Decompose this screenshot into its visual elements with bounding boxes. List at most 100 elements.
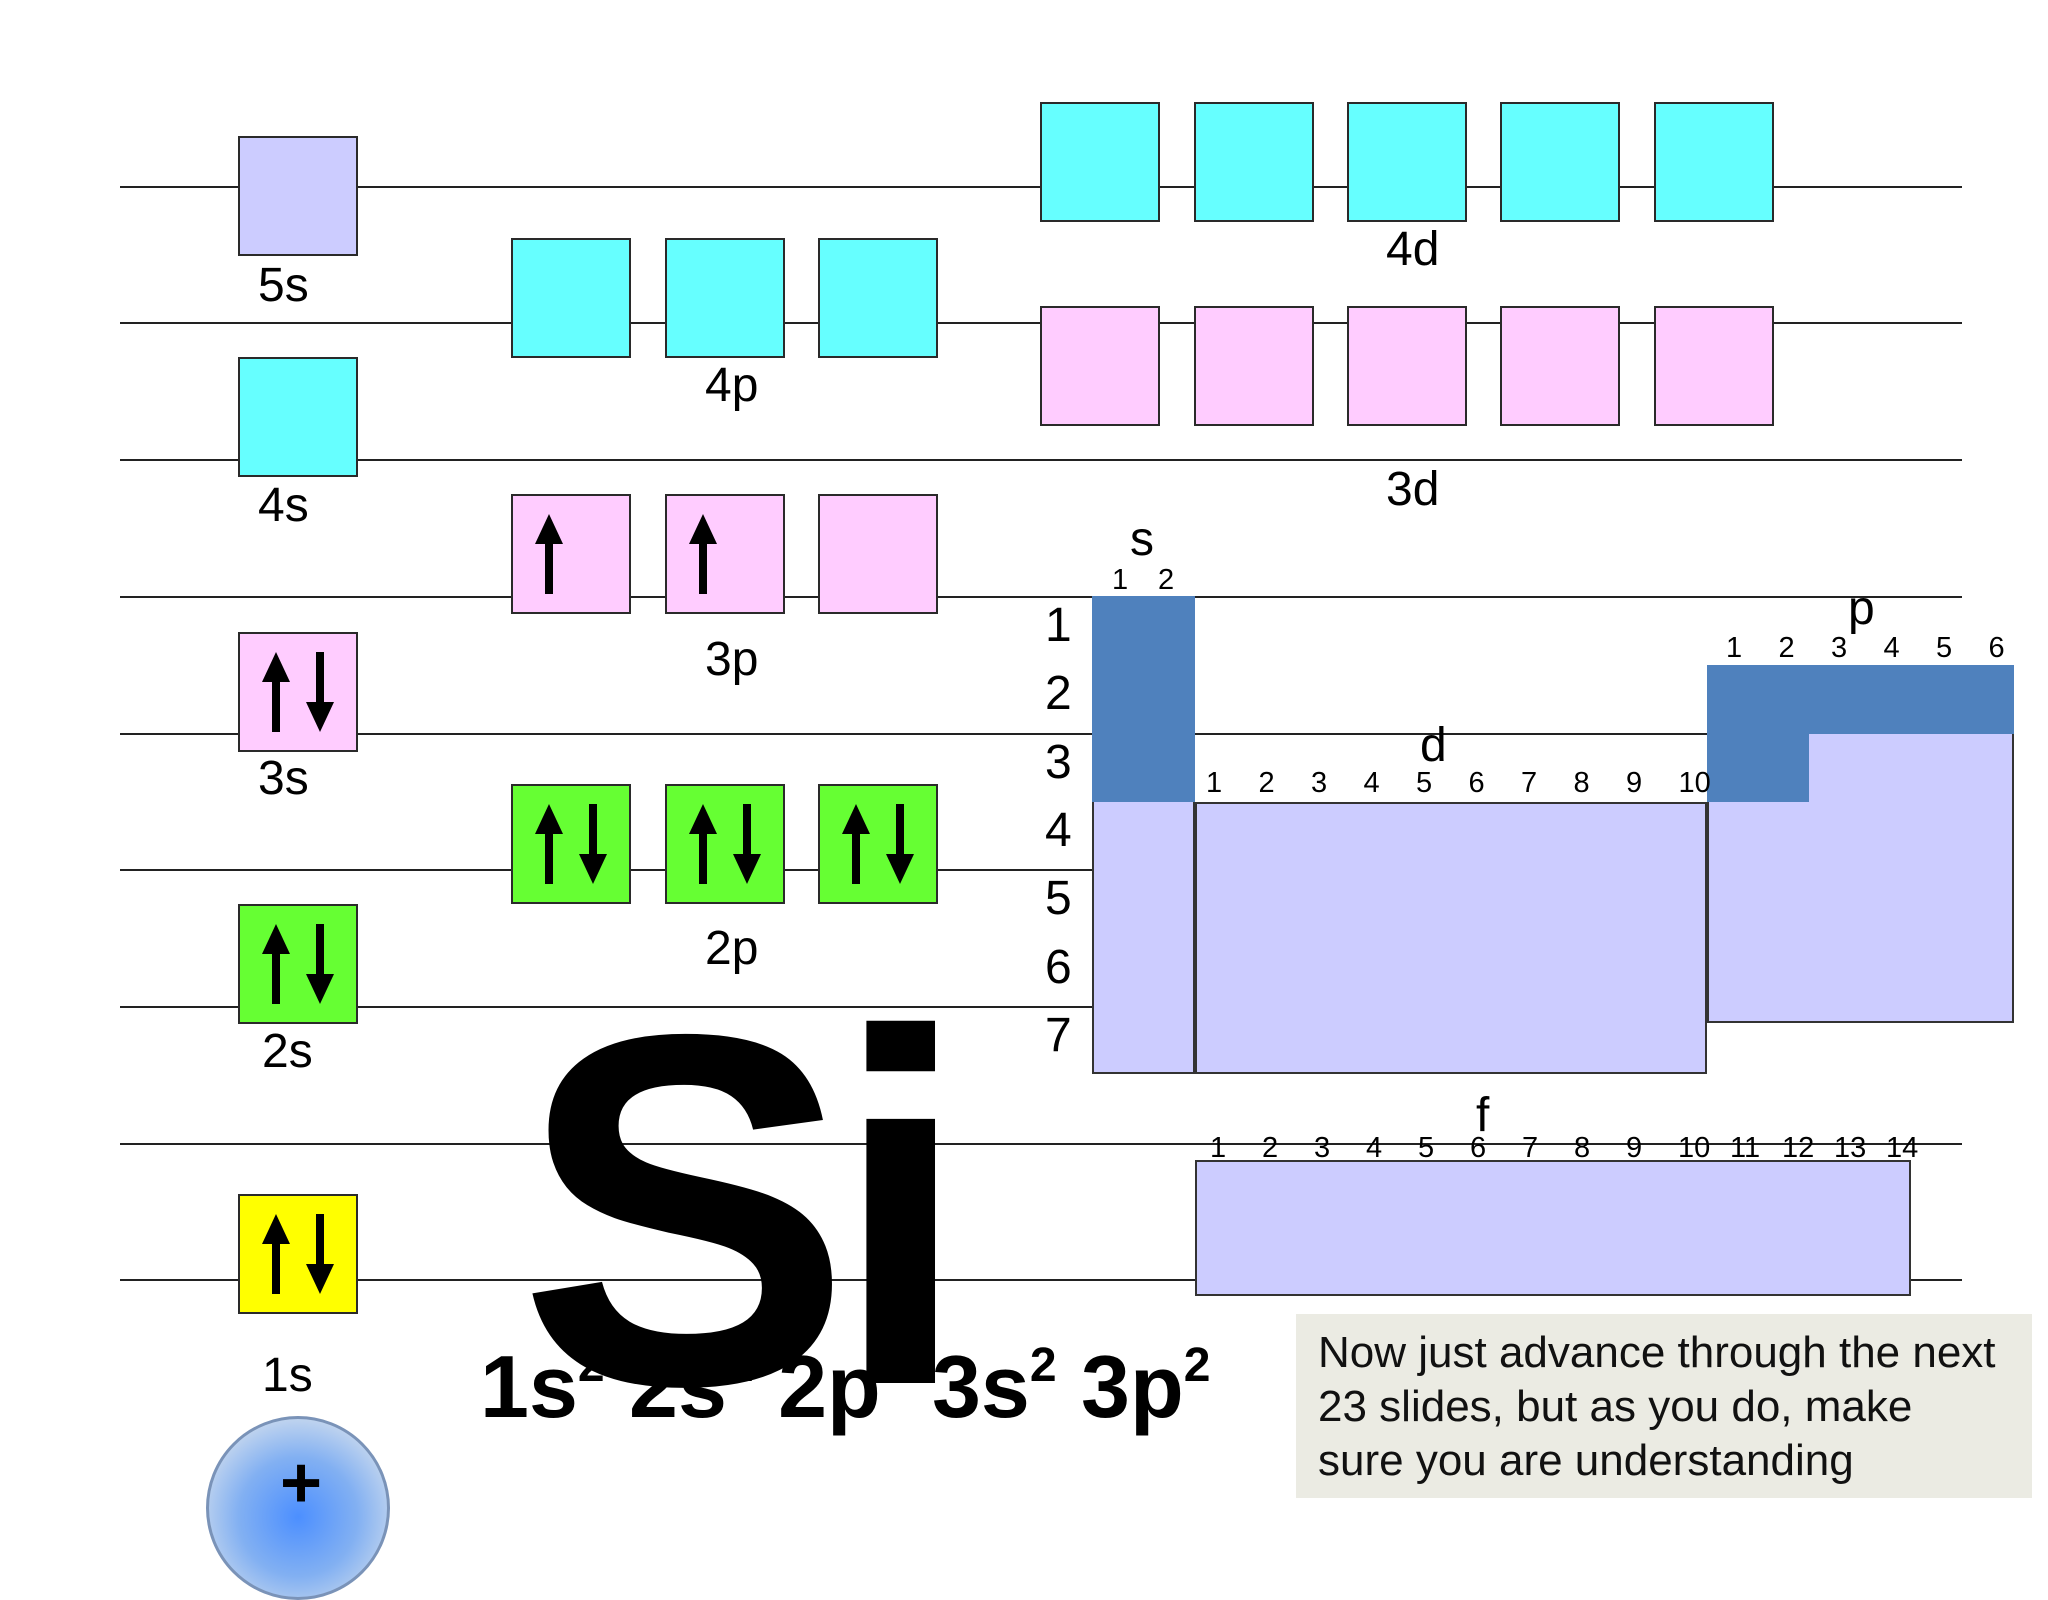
d-block-label: d (1420, 719, 1447, 772)
d-block-column-number: 5 (1416, 767, 1433, 799)
d-block-column-number: 8 (1573, 767, 1590, 799)
orbital-box-3d (1194, 306, 1314, 426)
sublevel-label-4s: 4s (258, 479, 309, 532)
f-block-column-number: 7 (1522, 1132, 1539, 1164)
period-number: 6 (1045, 941, 1072, 994)
orbital-box-3p (511, 494, 631, 614)
config-term: 2s2 (629, 1337, 754, 1436)
config-term: 2p6 (778, 1337, 908, 1436)
energy-level-line (120, 1006, 1962, 1008)
orbital-box-4d (1500, 102, 1620, 222)
p-block-label: p (1848, 582, 1875, 635)
f-block (1195, 1160, 1911, 1296)
orbital-box-2p (818, 784, 938, 904)
orbital-box-4d (1654, 102, 1774, 222)
f-block-column-number: 14 (1886, 1132, 1919, 1164)
orbital-box-2s (238, 904, 358, 1024)
period-number: 7 (1045, 1009, 1072, 1062)
s-block-column-number: 2 (1158, 564, 1175, 596)
s-block-column-number: 1 (1112, 564, 1129, 596)
d-block (1195, 802, 1707, 1074)
electron-arrows-icon (842, 804, 914, 884)
orbital-box-4d (1194, 102, 1314, 222)
f-block-label: f (1476, 1089, 1490, 1142)
p-block-column-number: 3 (1831, 632, 1848, 664)
sublevel-label-4p: 4p (705, 359, 759, 412)
config-term: 3p2 (1081, 1337, 1211, 1436)
d-block-column-number: 1 (1206, 767, 1223, 799)
electron-arrows-icon (689, 514, 717, 594)
orbital-box-2p (511, 784, 631, 904)
energy-level-line (120, 1143, 1962, 1145)
orbital-box-1s (238, 1194, 358, 1314)
energy-level-line (120, 733, 1962, 735)
p-block-column-number: 1 (1726, 632, 1743, 664)
energy-level-line (120, 459, 1962, 461)
f-block-column-number: 4 (1366, 1132, 1383, 1164)
orbital-box-3p (818, 494, 938, 614)
period-number: 5 (1045, 872, 1072, 925)
orbital-box-3d (1654, 306, 1774, 426)
electron-configuration-diagram: 5s 4s 3s 2s 1s 4p 3p 2p 4d 3d s d p f 1 … (120, 102, 2032, 1600)
p-block-column-number: 4 (1883, 632, 1900, 664)
orbital-box-4d (1040, 102, 1160, 222)
f-block-column-number: 5 (1418, 1132, 1435, 1164)
orbital-box-4p (818, 238, 938, 358)
p-block-filled-row-3 (1707, 734, 1809, 802)
electron-arrows-icon (535, 804, 607, 884)
s-block-filled (1092, 596, 1195, 802)
orbital-box-3d (1040, 306, 1160, 426)
energy-level-line (120, 596, 1962, 598)
sublevel-label-3s: 3s (258, 752, 309, 805)
period-number: 4 (1045, 804, 1072, 857)
orbital-box-2p (665, 784, 785, 904)
d-block-column-number: 6 (1468, 767, 1485, 799)
config-term: 1s2 (480, 1337, 605, 1436)
orbital-box-3d (1347, 306, 1467, 426)
orbital-box-3d (1500, 306, 1620, 426)
nucleus-icon: + (206, 1416, 390, 1600)
sublevel-label-4d: 4d (1386, 223, 1440, 276)
sublevel-label-3d: 3d (1386, 463, 1440, 516)
f-block-column-number: 10 (1678, 1132, 1711, 1164)
orbital-box-5s (238, 136, 358, 256)
d-block-column-number: 3 (1311, 767, 1328, 799)
instruction-note: Now just advance through the next 23 sli… (1296, 1314, 2032, 1498)
config-term: 3s2 (931, 1337, 1057, 1436)
sublevel-label-2p: 2p (705, 922, 759, 975)
orbital-box-4d (1347, 102, 1467, 222)
orbital-box-4p (665, 238, 785, 358)
p-block-column-number: 5 (1936, 632, 1953, 664)
p-block-column-number: 2 (1778, 632, 1795, 664)
f-block-column-number: 11 (1730, 1132, 1761, 1164)
f-block-column-number: 6 (1470, 1132, 1487, 1164)
plus-icon: + (279, 1443, 323, 1523)
d-block-column-number: 4 (1363, 767, 1380, 799)
energy-level-line (120, 1279, 1962, 1281)
f-block-column-number: 13 (1834, 1132, 1867, 1164)
orbital-box-3p (665, 494, 785, 614)
period-number: 2 (1045, 667, 1072, 720)
s-block-label: s (1130, 513, 1154, 566)
electron-arrows-icon (262, 1214, 334, 1294)
f-block-column-number: 9 (1626, 1132, 1643, 1164)
f-block-column-number: 2 (1262, 1132, 1279, 1164)
f-block-column-number: 8 (1574, 1132, 1591, 1164)
p-block-filled-row-2 (1707, 665, 2014, 734)
electron-arrows-icon (262, 652, 334, 732)
electron-arrows-icon (535, 514, 563, 594)
sublevel-label-5s: 5s (258, 259, 309, 312)
period-number: 1 (1045, 599, 1072, 652)
d-block-column-number: 2 (1258, 767, 1275, 799)
f-block-column-number: 1 (1210, 1132, 1227, 1164)
d-block-column-number: 9 (1626, 767, 1643, 799)
orbital-box-4p (511, 238, 631, 358)
period-number: 3 (1045, 736, 1072, 789)
element-symbol: Si (518, 930, 970, 1489)
f-block-column-number: 12 (1782, 1132, 1815, 1164)
orbital-box-4s (238, 357, 358, 477)
f-block-column-number: 3 (1314, 1132, 1331, 1164)
electron-arrows-icon (689, 804, 761, 884)
sublevel-label-1s: 1s (262, 1349, 313, 1402)
orbital-box-3s (238, 632, 358, 752)
